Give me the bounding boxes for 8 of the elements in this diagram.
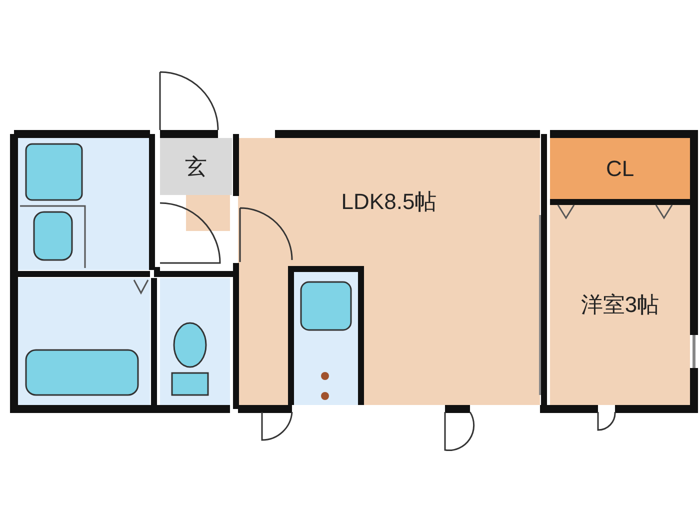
room [550, 205, 690, 405]
room-label: CL [606, 156, 634, 182]
room [550, 138, 690, 200]
room-label: 洋室3帖 [580, 291, 660, 319]
room [238, 138, 540, 405]
room-label: LDK8.5帖 [341, 188, 437, 216]
room-label: 玄 [185, 152, 207, 180]
room [160, 138, 232, 195]
